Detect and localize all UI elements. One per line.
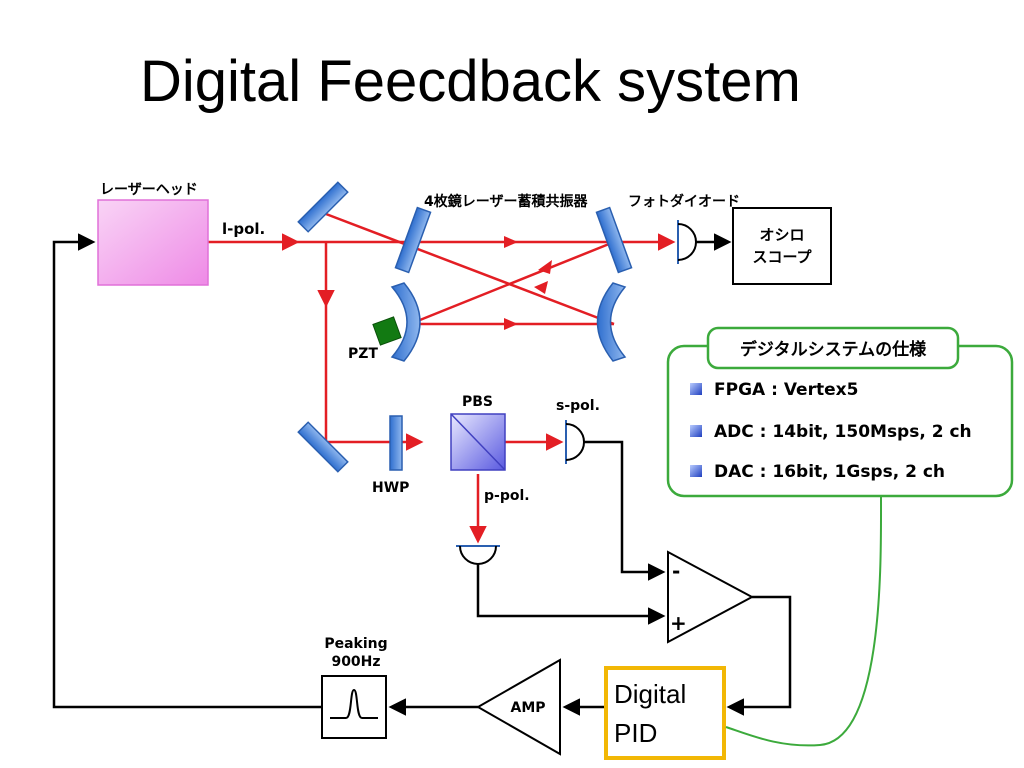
differential-amplifier xyxy=(667,550,755,644)
cavity-mirror-top-left xyxy=(394,206,432,274)
peaking-label-line2: 900Hz xyxy=(331,654,380,670)
pbs-label: PBS xyxy=(462,394,493,410)
hwp-label: HWP xyxy=(372,480,409,496)
amp-label: AMP xyxy=(510,700,545,716)
scope-label-line2: スコープ xyxy=(752,248,812,266)
beam-cross-up xyxy=(409,240,615,326)
amp-triangle xyxy=(475,658,561,756)
pzt-actuator xyxy=(372,316,402,346)
spec-title-box xyxy=(706,326,960,370)
beam-paths xyxy=(208,212,676,544)
pid-label-line2: PID xyxy=(614,718,657,748)
pzt-label: PZT xyxy=(348,346,378,362)
cavity-mirror-bottom-right xyxy=(596,282,627,362)
photodiode-p-pol xyxy=(456,545,500,565)
laser-head xyxy=(97,199,209,286)
scope-label-line1: オシロ xyxy=(759,226,804,244)
beam-cross-down xyxy=(325,212,615,326)
page-title: Digital Feecdback system xyxy=(140,49,801,114)
photodiode-label: フォトダイオード xyxy=(628,193,740,210)
pd-arc-1 xyxy=(677,223,697,261)
arrow-bottom xyxy=(504,318,518,330)
signal-s-pol-to-minus xyxy=(584,440,666,581)
laser-head-label: レーザーヘッド xyxy=(100,182,198,198)
cavity-arrowheads xyxy=(504,236,552,330)
pd-arc-2 xyxy=(565,423,585,461)
spec-title: デジタルシステムの仕様 xyxy=(740,339,927,360)
peaking-filter-box xyxy=(321,675,387,739)
cavity-mirror-bottom-left xyxy=(390,282,421,362)
spec-item-adc: ADC : 14bit, 150Msps, 2 ch xyxy=(714,422,972,442)
signal-lines xyxy=(52,233,792,716)
plus-sign: + xyxy=(670,611,687,635)
photodiode-s-pol xyxy=(565,420,585,464)
arrow-cross-up xyxy=(538,260,552,274)
arrow-top xyxy=(504,236,518,248)
pbs-diagonal xyxy=(450,413,506,471)
hwp-plate xyxy=(389,415,403,471)
bullet-icon xyxy=(690,465,702,477)
peaking-label-line1: Peaking xyxy=(324,636,387,652)
l-pol-label: l-pol. xyxy=(222,220,265,238)
cavity-label: 4枚鏡レーザー蓄積共振器 xyxy=(424,193,588,210)
pid-label-line1: Digital xyxy=(614,679,686,709)
pd-arc-3 xyxy=(459,545,497,565)
digital-pid-box xyxy=(604,666,726,760)
spec-connector xyxy=(725,495,883,747)
steering-mirror-bottom xyxy=(297,421,349,473)
spec-item-fpga: FPGA : Vertex5 xyxy=(714,380,858,400)
arrow-cross-down xyxy=(534,281,548,294)
oscilloscope-box xyxy=(732,207,832,285)
s-pol-label: s-pol. xyxy=(556,398,600,414)
cavity-mirror-top-right xyxy=(595,206,633,274)
photodiode-transmission xyxy=(677,220,697,264)
p-pol-label: p-pol. xyxy=(484,488,530,504)
minus-sign: - xyxy=(672,559,680,583)
signal-p-pol-to-plus xyxy=(476,564,666,625)
signal-diff-to-pid xyxy=(726,595,792,716)
peaking-curve-icon xyxy=(330,688,378,719)
bullet-icon xyxy=(690,383,702,395)
spec-item-dac: DAC : 16bit, 1Gsps, 2 ch xyxy=(714,462,945,482)
signal-feedback-to-laser xyxy=(52,233,322,709)
bullet-icon xyxy=(690,425,702,437)
steering-mirror-top xyxy=(297,181,349,233)
